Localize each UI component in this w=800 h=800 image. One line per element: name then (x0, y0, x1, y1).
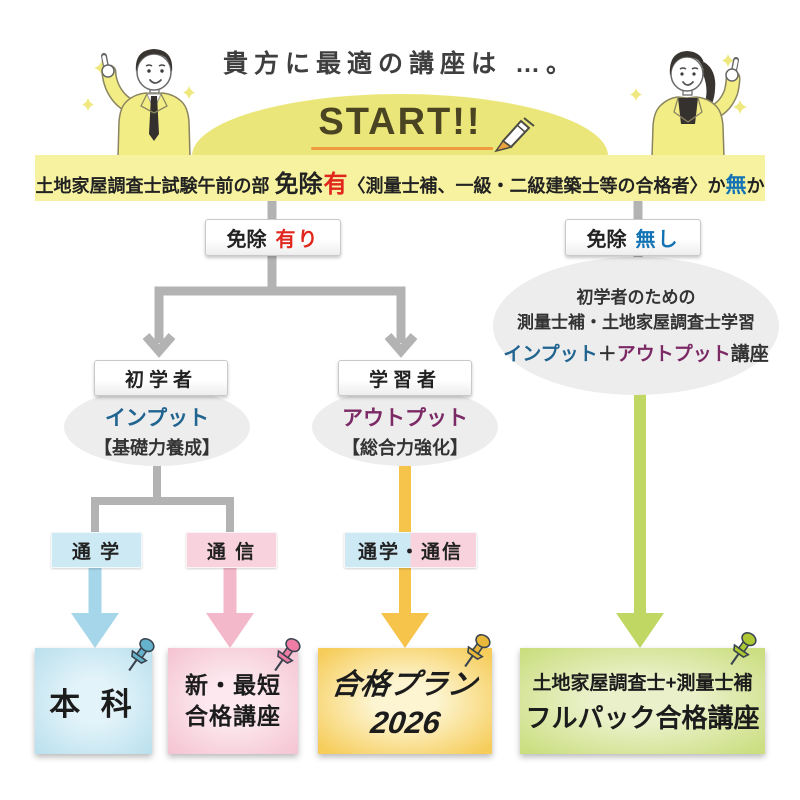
node-advanced: 学習者 (338, 360, 472, 396)
woman-inner-top (678, 98, 698, 124)
beginner-highlight: インプット (104, 407, 210, 430)
fullpack-line2: フルパック合格講座 (525, 702, 760, 733)
woman-jacket (651, 96, 725, 157)
pushpin-icon-pink (274, 637, 301, 672)
honka-title: 本 科 (49, 686, 138, 722)
node-correspondence: 通 信 (186, 532, 277, 568)
no-exempt-output: アウトプット (616, 344, 731, 366)
exempt-yes-value: 有り (275, 229, 320, 251)
course-card-fullpack: 土地家屋調査士+測量士補 フルパック合格講座 (520, 648, 765, 754)
start-underline (311, 147, 493, 150)
exempt-no-value: 無し (635, 229, 680, 251)
man-illustration (82, 49, 195, 157)
woman-illustration (630, 51, 747, 157)
node-commute: 通 学 (51, 532, 142, 568)
chevron-arrow-right (384, 333, 418, 358)
pushpin-icon-green (730, 631, 757, 666)
pink-arrow (206, 566, 254, 648)
blue-arrow (71, 566, 119, 648)
saitan-line1: 新・最短 (185, 671, 281, 698)
no-exempt-line2: 測量士補・土地家屋調査士学習 (517, 312, 755, 332)
sparkle-icons (630, 54, 747, 114)
node-exempt-no: 免除 無し (565, 219, 701, 256)
banner-yes: 有 (323, 171, 348, 198)
no-exempt-input: インプット (503, 344, 598, 366)
chevron-arrow-left (142, 333, 176, 358)
plan2026-line2: 2026 (368, 705, 443, 740)
saitan-line2: 合格講座 (185, 703, 281, 729)
page-title: 貴方に最適の講座は …。 (223, 50, 577, 78)
node-beginner-detail: インプット 【基礎力養成】 (64, 388, 250, 466)
advanced-note: 【総合力強化】 (342, 438, 468, 458)
course-card-saitan: 新・最短 合格講座 (168, 648, 298, 754)
no-exempt-line1: 初学者のための (576, 287, 696, 307)
green-arrow (616, 388, 664, 648)
no-exempt-line3: インプット＋アウトプット講座 (503, 339, 768, 366)
no-exempt-plus: ＋ (597, 344, 617, 366)
node-advanced-detail: アウトプット 【総合力強化】 (312, 388, 498, 466)
beginner-note: 【基礎力養成】 (94, 438, 220, 458)
node-beginner: 初学者 (94, 360, 228, 396)
start-label: START!! (318, 101, 482, 143)
banner-suffix: か (746, 176, 765, 196)
banner-no: 無 (725, 174, 747, 197)
advanced-highlight: アウトプット (342, 407, 468, 430)
pushpin-icon-blue (128, 637, 155, 672)
fullpack-line1: 土地家屋調査士+測量士補 (532, 672, 753, 694)
node-exempt-yes: 免除 有り (205, 219, 341, 256)
no-exempt-suffix: 講座 (730, 344, 769, 366)
node-commute-correspondence: 通学・通信 (344, 532, 477, 568)
question-banner: 土地家屋調査士試験午前の部 免除 有 〈測量士補、一級・二級建築士等の合格者〉か… (35, 155, 765, 201)
man-hair (135, 49, 173, 72)
exempt-no-label: 免除 (586, 229, 627, 251)
banner-exempt: 免除 (274, 171, 323, 198)
pencil-icon (494, 117, 535, 153)
pushpin-icon-gold (464, 633, 491, 668)
banner-prefix: 土地家屋調査士試験午前の部 (35, 176, 270, 196)
node-no-exempt-course: 初学者のための 測量士補・土地家屋調査士学習 インプット＋アウトプット講座 (493, 257, 779, 395)
exempt-yes-label: 免除 (226, 229, 267, 251)
gray-connector-lines (91, 197, 643, 533)
man-tie (149, 96, 159, 141)
course-card-plan2026: 合格プラン 2026 (318, 648, 492, 754)
banner-middle: 〈測量士補、一級・二級建築士等の合格者〉か (347, 176, 726, 196)
woman-hair (669, 51, 706, 76)
